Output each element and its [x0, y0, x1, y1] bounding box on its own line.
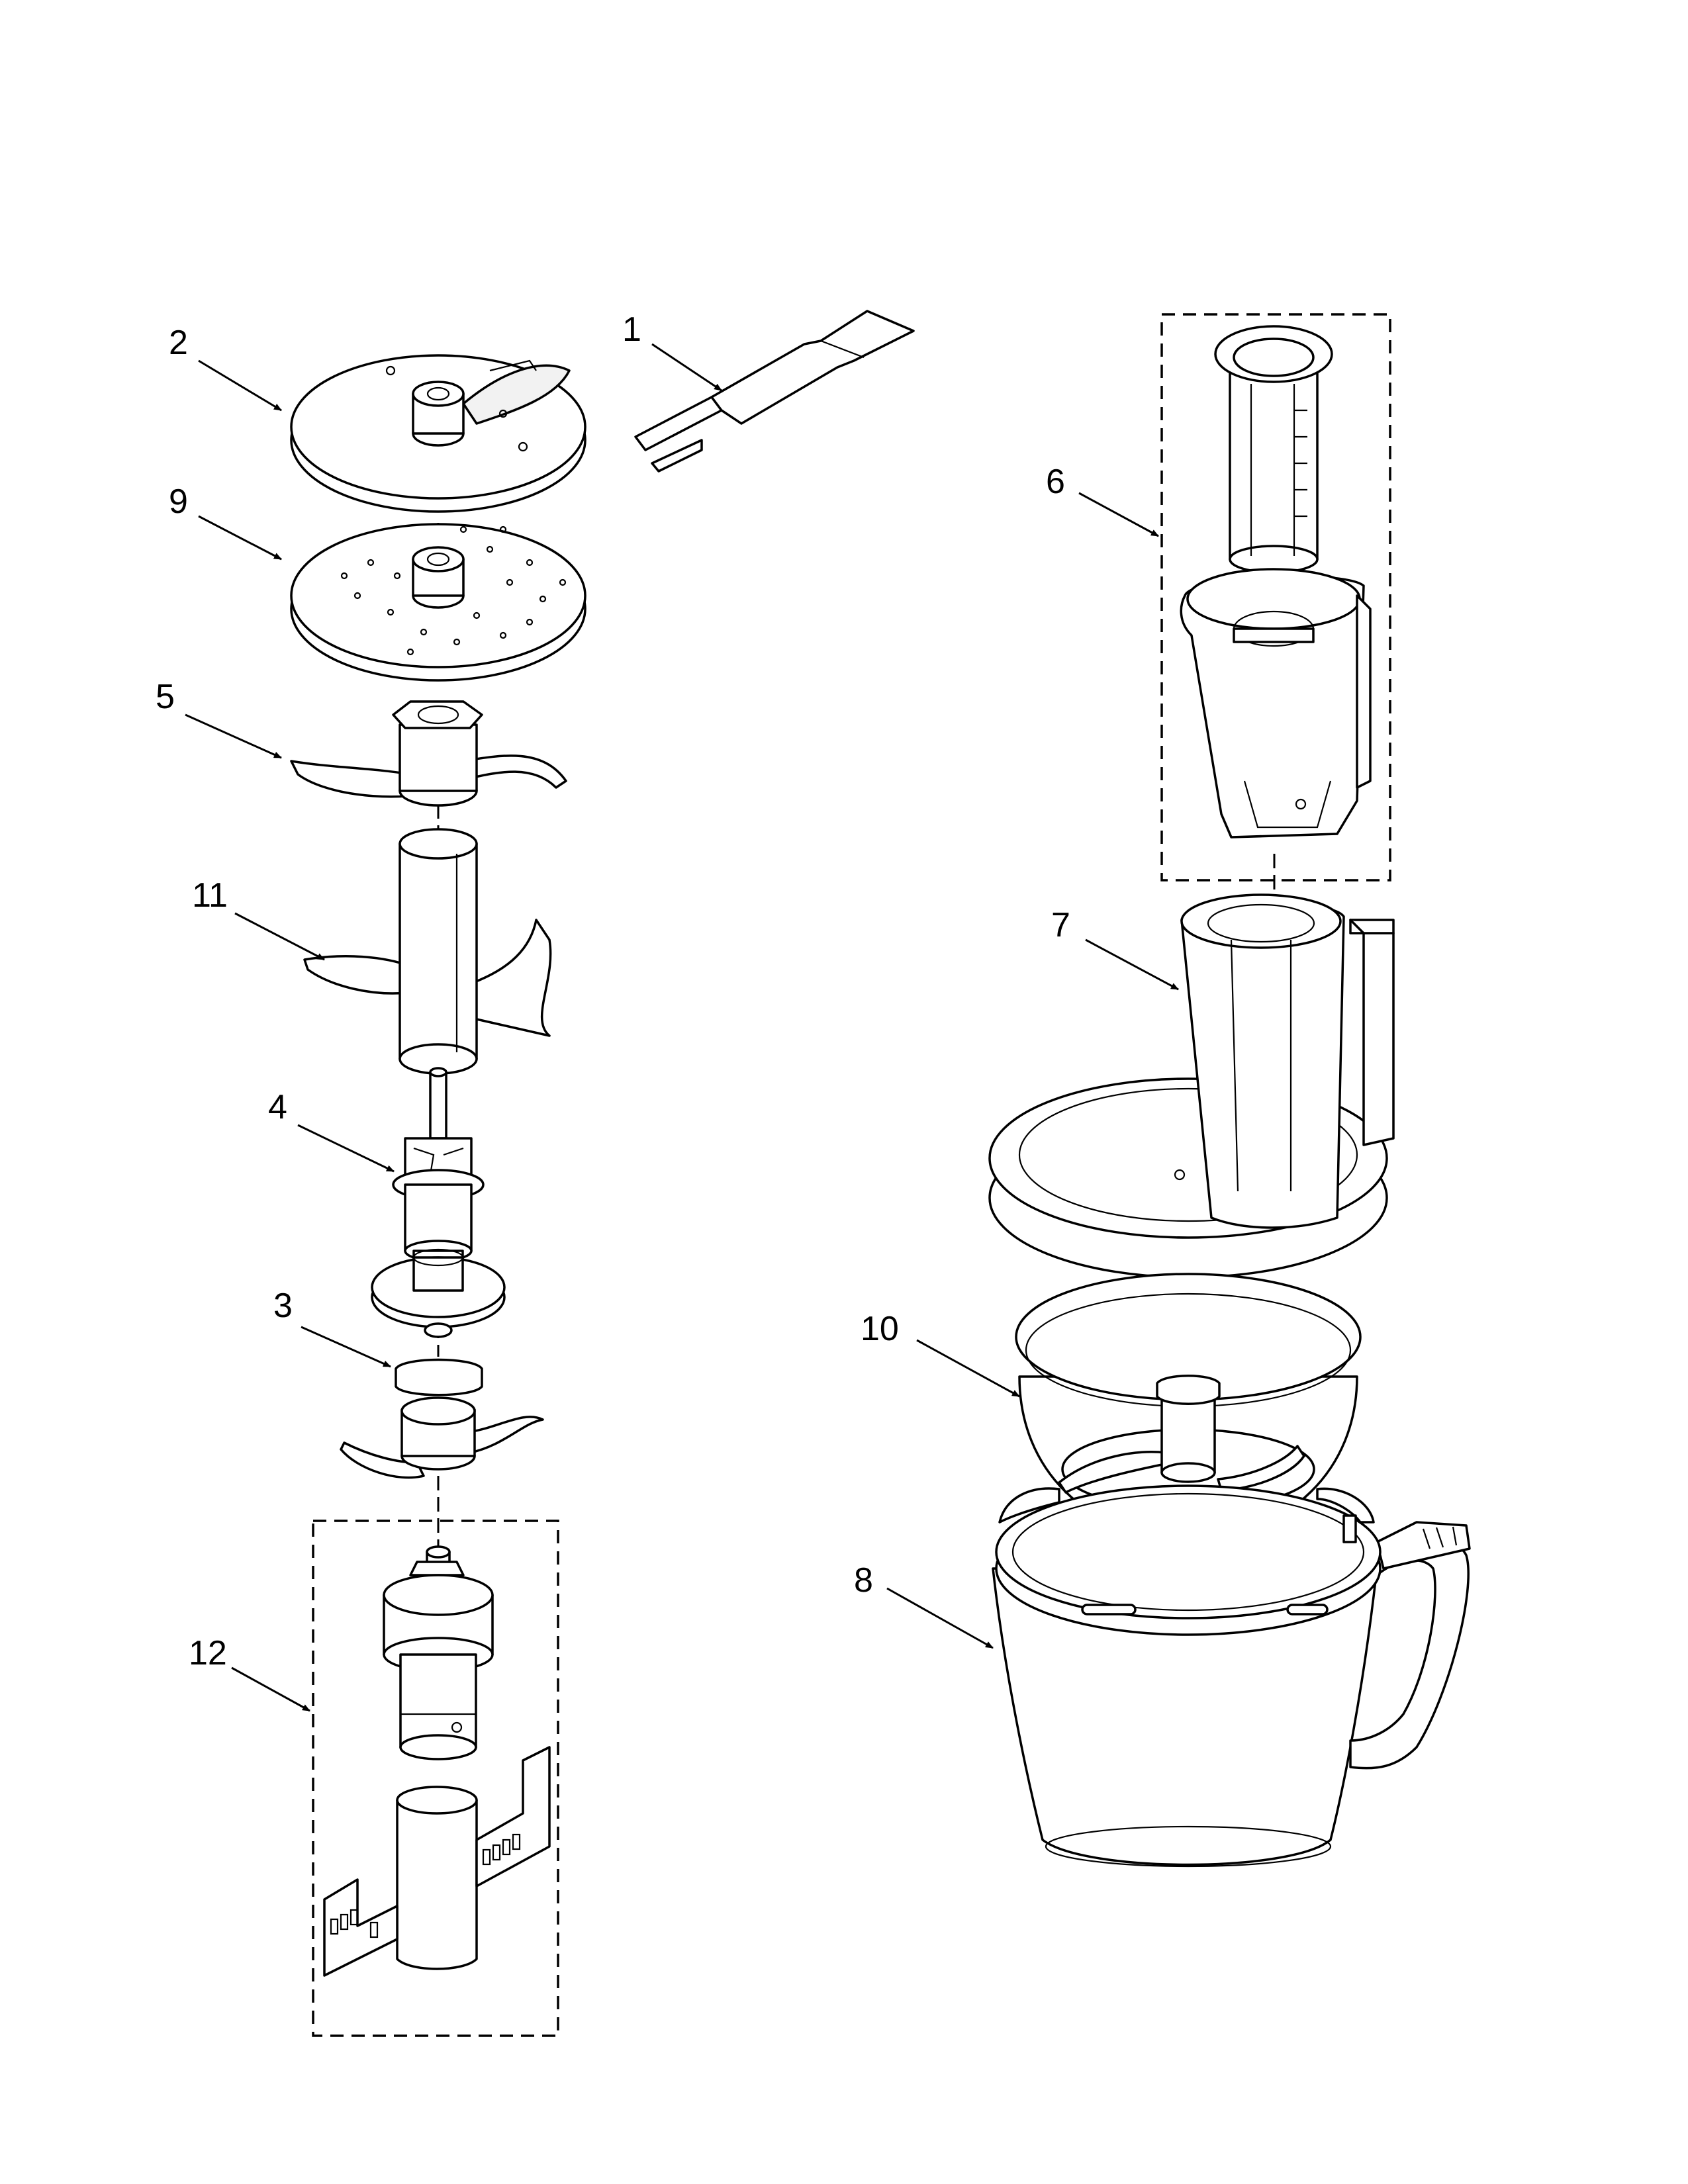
- shredding-disc-icon: [290, 523, 586, 682]
- whisk-assembly-icon: [323, 1545, 551, 1977]
- leader-6: [1078, 492, 1159, 537]
- leader-lines: [185, 343, 1179, 1712]
- assembly-box-12: [312, 1520, 559, 2037]
- callout-8: 8: [854, 1561, 873, 1600]
- slicing-disc-icon: [290, 354, 586, 513]
- callout-5: 5: [156, 678, 175, 716]
- callout-labels: 1 2 3 4 5 6 7 8 9 10 11 12: [156, 310, 1070, 1672]
- callout-12: 12: [189, 1634, 227, 1672]
- callout-10: 10: [861, 1310, 899, 1348]
- leader-9: [198, 515, 282, 561]
- leader-12: [231, 1666, 310, 1712]
- assembly-box-6: [1160, 313, 1391, 882]
- spatula-icon: [634, 310, 915, 473]
- callout-4: 4: [268, 1088, 287, 1126]
- disc-stem-icon: [371, 1067, 506, 1338]
- mini-blade-icon: [340, 1358, 544, 1479]
- leader-7: [1085, 938, 1179, 991]
- feed-tube-pusher-icon: [1180, 325, 1372, 839]
- leader-4: [297, 1124, 395, 1173]
- leader-11: [234, 912, 325, 961]
- callout-1: 1: [622, 310, 641, 349]
- leader-2: [198, 359, 282, 412]
- multipurpose-blade-icon: [290, 700, 567, 807]
- callout-7: 7: [1051, 906, 1070, 944]
- leader-10: [916, 1339, 1020, 1398]
- leader-5: [185, 713, 282, 759]
- callout-9: 9: [169, 482, 188, 521]
- callout-3: 3: [273, 1287, 293, 1325]
- callout-2: 2: [169, 324, 188, 362]
- leader-3: [301, 1326, 391, 1368]
- work-bowl-cover-icon: [988, 893, 1395, 1279]
- work-bowl-icon: [992, 1484, 1471, 1868]
- leader-8: [886, 1587, 994, 1649]
- dough-blade-icon: [303, 828, 552, 1075]
- callout-11: 11: [192, 876, 228, 915]
- leader-1: [651, 343, 722, 392]
- callout-6: 6: [1046, 463, 1065, 501]
